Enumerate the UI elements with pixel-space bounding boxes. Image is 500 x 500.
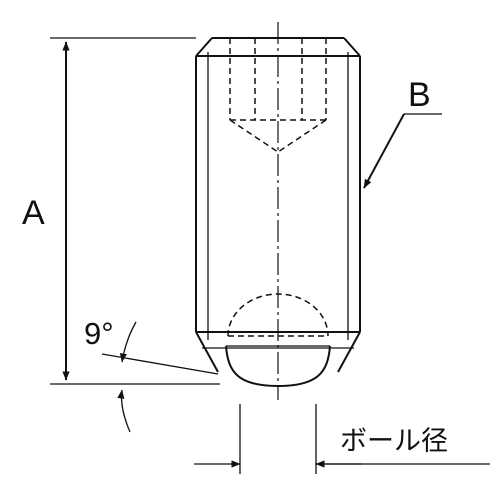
label-a: A — [22, 194, 45, 232]
ball-diameter-dimension — [194, 404, 490, 474]
leader-b — [363, 113, 442, 189]
dimension-a — [50, 37, 220, 385]
ball — [225, 293, 331, 388]
chamfer-angle-dimension — [101, 321, 219, 433]
label-ball-diameter: ボール径 — [340, 426, 448, 457]
label-b: B — [408, 76, 431, 114]
screw-body-outline — [195, 37, 361, 373]
label-angle: 9° — [84, 316, 114, 351]
hex-socket-hidden-lines — [229, 38, 327, 153]
